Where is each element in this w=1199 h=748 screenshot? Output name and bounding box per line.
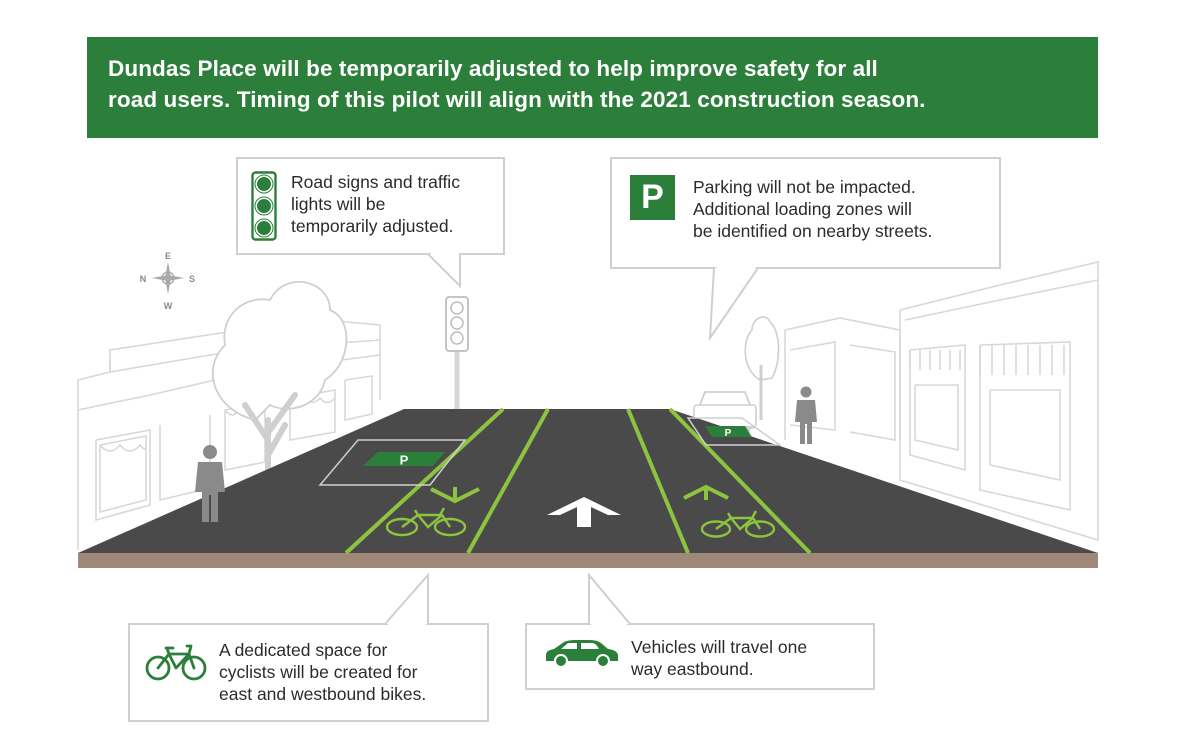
callout-car-line-2: way eastbound.	[631, 659, 754, 679]
parking-mark-letter: P	[400, 453, 409, 468]
callout-parking-line-3: be identified on nearby streets.	[693, 221, 933, 241]
compass-s-label: S	[189, 274, 195, 284]
pedestrian-right	[795, 386, 817, 444]
callout-one-way: Vehicles will travel one way eastbound.	[525, 623, 875, 690]
parking-icon: P	[630, 175, 675, 220]
callout-bike-line-2: cyclists will be created for	[219, 662, 418, 682]
curb	[78, 553, 1098, 568]
banner-line-2: road users. Timing of this pilot will al…	[108, 87, 926, 112]
compass-rose: E W N S	[140, 251, 195, 311]
road-surface	[78, 409, 1098, 553]
pedestrian-left	[195, 445, 225, 522]
callout-bike-line-1: A dedicated space for	[219, 640, 388, 660]
compass-e-label: E	[165, 251, 171, 261]
right-buildings	[784, 260, 1099, 542]
eastbound-arrow	[683, 484, 729, 500]
compass-w-label: W	[164, 301, 173, 311]
traffic-light-icon	[251, 171, 277, 241]
callout-parking-line-1: Parking will not be impacted.	[693, 177, 916, 197]
road-bike-symbol-left	[385, 507, 467, 537]
road-parking-mark-left: P	[363, 452, 445, 468]
header-banner: Dundas Place will be temporarily adjuste…	[87, 37, 1098, 138]
bike-lane-lines	[344, 407, 812, 555]
bicycle-icon	[145, 644, 207, 681]
banner-line-1: Dundas Place will be temporarily adjuste…	[108, 56, 878, 81]
callout-signs-line-3: temporarily adjusted.	[291, 216, 454, 236]
callout-signs-line-2: lights will be	[291, 194, 386, 214]
left-buildings	[77, 317, 381, 550]
left-tree	[211, 281, 348, 508]
callout-parking-line-2: Additional loading zones will	[693, 199, 912, 219]
compass-n-label: N	[140, 274, 147, 284]
callout-car-line-1: Vehicles will travel one	[631, 637, 808, 657]
road-bike-symbol-right	[700, 510, 776, 538]
traffic-light-pole	[445, 296, 469, 410]
parking-space-outlines	[318, 417, 783, 486]
car-icon	[546, 640, 618, 668]
road-parking-mark-right: P	[705, 426, 752, 439]
callout-parking: P Parking will not be impacted. Addition…	[610, 157, 1001, 269]
parking-mark-letter: P	[725, 428, 732, 439]
one-way-arrow	[547, 497, 621, 527]
callout-road-signs: Road signs and traffic lights will be te…	[236, 157, 505, 255]
callout-bike-line-3: east and westbound bikes.	[219, 684, 427, 704]
callout-bike-lanes: A dedicated space for cyclists will be c…	[128, 623, 489, 722]
callout-signs-line-1: Road signs and traffic	[291, 172, 460, 192]
westbound-arrow	[430, 487, 480, 504]
